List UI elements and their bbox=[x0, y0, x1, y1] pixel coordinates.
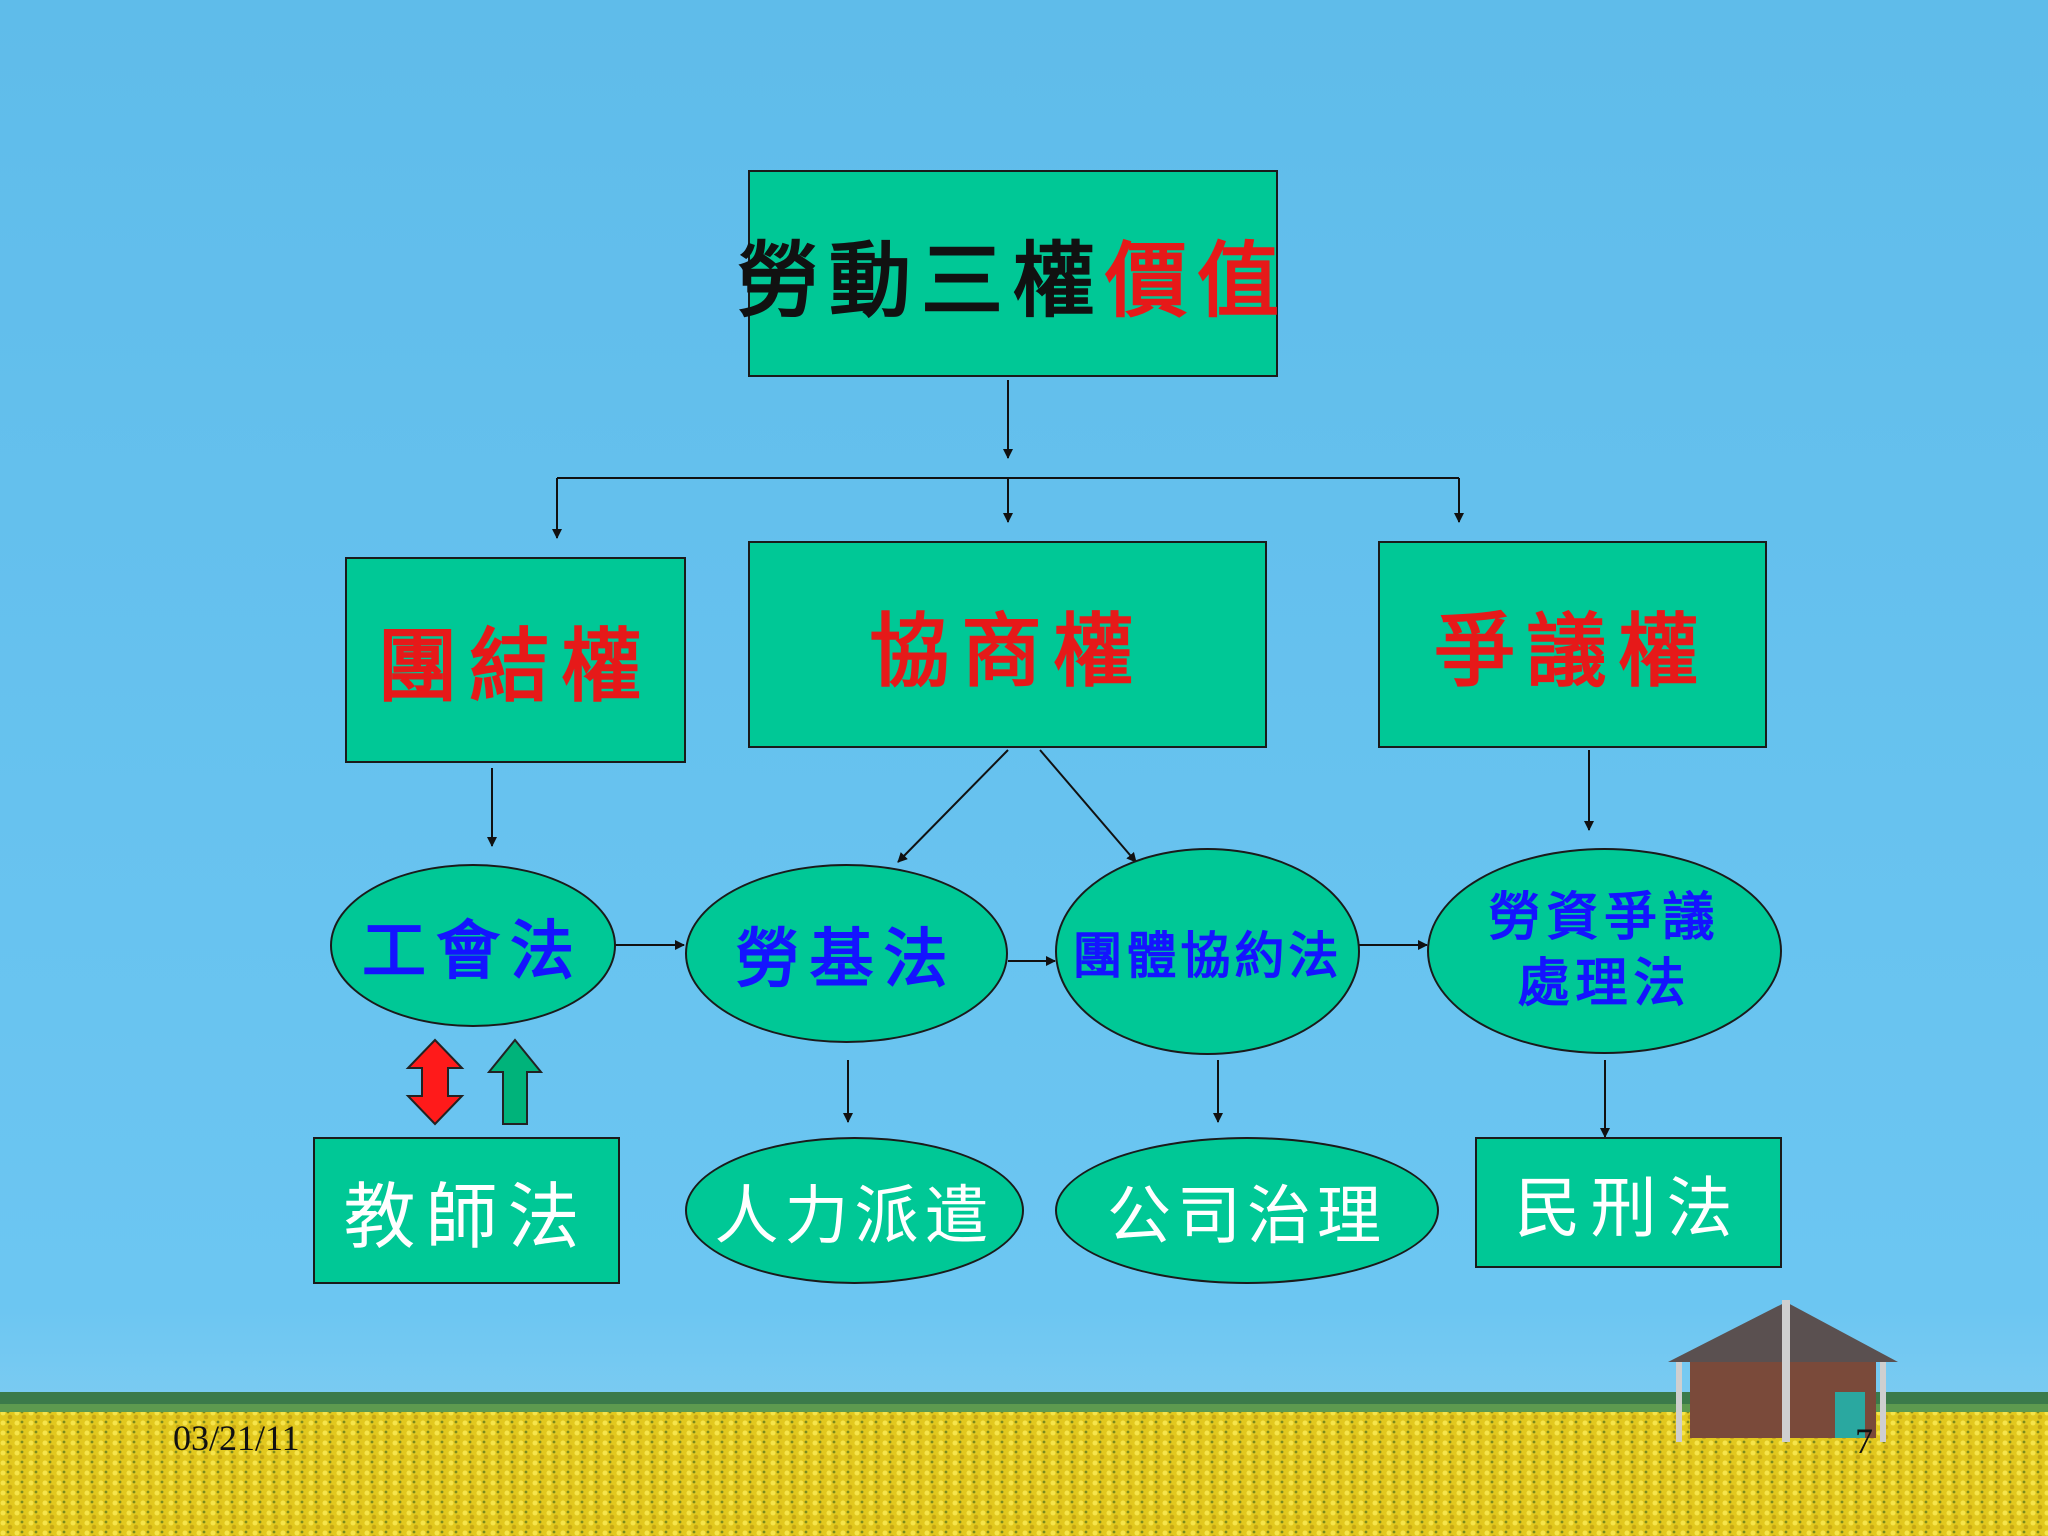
labor-dispatch-ellipse: 人力派遣 bbox=[685, 1137, 1024, 1284]
collective-agreement-act-ellipse: 團體協約法 bbox=[1055, 848, 1360, 1055]
right-of-association-box: 團結權 bbox=[345, 557, 686, 763]
right-to-bargain-box: 協商權 bbox=[748, 541, 1267, 748]
labor-standards-act-label: 勞基法 bbox=[735, 922, 958, 997]
collective-agreement-act-label: 團體協約法 bbox=[1072, 926, 1343, 985]
slide-page-number: 7 bbox=[1855, 1421, 1873, 1461]
dispute-settlement-act-ellipse: 勞資爭議 處理法 bbox=[1427, 848, 1782, 1054]
hut-illustration bbox=[1668, 1300, 1898, 1442]
civil-criminal-law-label: 民刑法 bbox=[1514, 1169, 1743, 1247]
teachers-act-label: 教師法 bbox=[343, 1175, 590, 1259]
corporate-governance-ellipse: 公司治理 bbox=[1055, 1137, 1439, 1284]
green-up-arrow-icon bbox=[486, 1038, 544, 1125]
labor-dispatch-label: 人力派遣 bbox=[714, 1179, 995, 1254]
union-act-label: 工會法 bbox=[362, 914, 584, 989]
title-red-part: 價值 bbox=[1105, 234, 1290, 329]
corporate-governance-label: 公司治理 bbox=[1107, 1179, 1387, 1254]
slide-date: 03/21/11 bbox=[173, 1418, 300, 1458]
title-black-part: 勞動三權 bbox=[736, 234, 1105, 329]
civil-criminal-law-box: 民刑法 bbox=[1475, 1137, 1782, 1268]
teachers-act-box: 教師法 bbox=[313, 1137, 620, 1284]
labor-standards-act-ellipse: 勞基法 bbox=[685, 864, 1008, 1043]
right-to-dispute-label: 爭議權 bbox=[1434, 604, 1711, 698]
arrow-bargaining-to-labor-standards bbox=[897, 749, 1009, 863]
right-to-bargain-label: 協商權 bbox=[869, 604, 1146, 698]
title-box: 勞動三權價值 bbox=[737, 170, 1279, 377]
right-of-association-label: 團結權 bbox=[377, 620, 654, 713]
union-act-ellipse: 工會法 bbox=[330, 864, 616, 1027]
title-label: 勞動三權價值 bbox=[737, 214, 1289, 333]
dispute-settlement-act-label: 勞資爭議 處理法 bbox=[1488, 888, 1721, 1014]
red-double-arrow-icon bbox=[405, 1038, 465, 1126]
right-to-dispute-box: 爭議權 bbox=[1378, 541, 1767, 748]
arrow-bargaining-to-collective-agreement bbox=[1039, 749, 1137, 863]
